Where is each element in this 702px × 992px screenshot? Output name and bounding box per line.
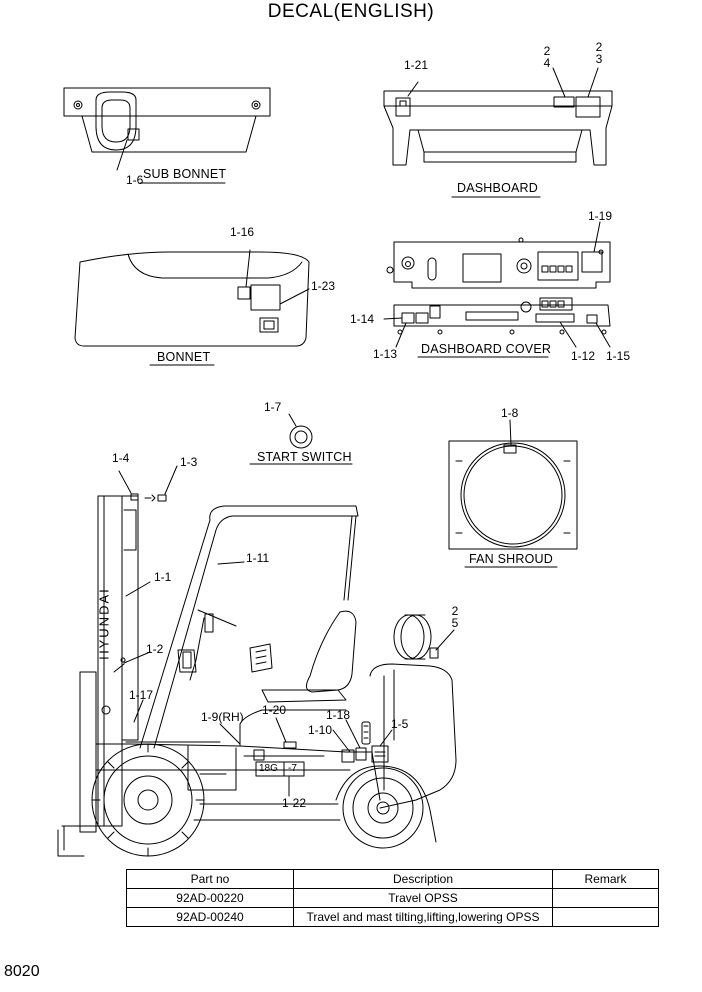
sub-bonnet-caption: SUB BONNET [143,167,227,181]
dashboard-drawing [383,67,613,198]
callout-1-9-rh: 1-9(RH) [201,710,244,724]
callout-1-5: 1-5 [391,717,409,731]
callout-1-20: 1-20 [262,703,287,717]
page-title: DECAL(ENGLISH) [267,1,435,22]
dashboard-caption: DASHBOARD [457,181,538,195]
callout-1-2: 1-2 [146,642,164,656]
cell-remark [552,888,659,908]
callout-1-10: 1-10 [308,723,333,737]
col-header-part-no: Part no [126,869,294,889]
cell-description: Travel and mast tilting,lifting,lowering… [293,907,553,927]
start-switch-drawing [249,413,353,465]
callout-2-3: 2 3 [595,40,603,66]
callout-1-22: 1-22 [282,796,307,810]
callout-1-1: 1-1 [154,570,172,584]
model-plate-right: -7 [288,763,297,774]
fan-shroud-caption: FAN SHROUD [469,552,553,566]
cell-part-no: 92AD-00240 [126,907,294,927]
table-header-row: Part no Description Remark [126,869,659,889]
parts-table: Part no Description Remark 92AD-00220 Tr… [126,869,659,927]
sub-bonnet-drawing [63,87,271,184]
dashboard-cover-drawing [383,297,611,358]
forklift-drawing [57,465,457,857]
callout-1-12: 1-12 [571,349,596,363]
callout-1-7: 1-7 [264,400,282,414]
table-row: 92AD-00220 Travel OPSS [126,888,659,908]
callout-1-16: 1-16 [230,225,255,239]
callout-1-4: 1-4 [112,451,130,465]
dashboard-front-drawing [386,221,611,289]
cell-part-no: 92AD-00220 [126,888,294,908]
cell-remark [552,907,659,927]
bonnet-caption: BONNET [157,350,211,364]
callout-1-17: 1-17 [129,688,154,702]
callout-1-3: 1-3 [180,455,198,469]
cell-description: Travel OPSS [293,888,553,908]
model-plate-left: 18G [259,763,278,774]
callout-1-18: 1-18 [326,708,351,722]
col-header-description: Description [293,869,553,889]
dashboard-cover-caption: DASHBOARD COVER [421,342,552,356]
callout-1-15: 1-15 [606,349,631,363]
bonnet-drawing [74,249,310,366]
callout-2-5: 2 5 [451,604,459,630]
callout-1-11: 1-11 [246,551,270,565]
callout-1-23: 1-23 [311,279,336,293]
table-row: 92AD-00240 Travel and mast tilting,lifti… [126,907,659,927]
callout-1-13: 1-13 [373,347,398,361]
start-switch-caption: START SWITCH [257,450,352,464]
callout-1-8: 1-8 [501,406,519,420]
callout-1-21: 1-21 [404,58,429,72]
callout-2-4: 2 4 [543,44,551,70]
mast-brand-lettering: HYUNDAI [96,587,112,660]
page-code: 8020 [4,963,40,980]
col-header-remark: Remark [552,869,659,889]
callout-1-19: 1-19 [588,209,613,223]
callout-1-14: 1-14 [350,312,375,326]
callout-1-6: 1-6 [126,173,144,187]
fan-shroud-drawing [448,419,578,568]
